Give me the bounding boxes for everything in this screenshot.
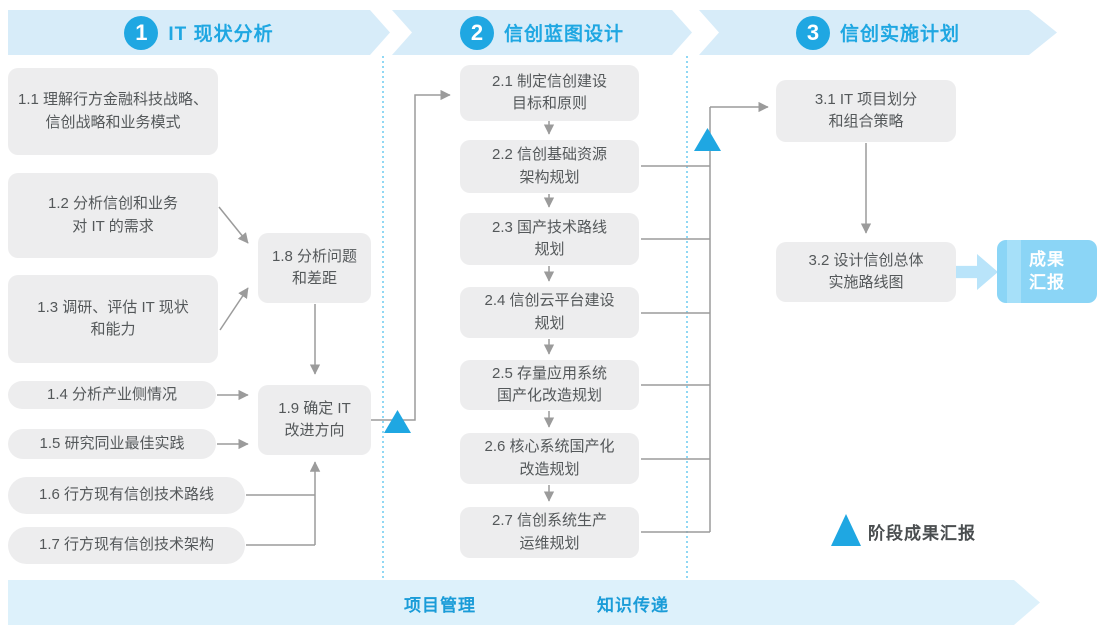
node-1-3: 1.3 调研、评估 IT 现状 和能力 bbox=[8, 275, 218, 363]
node-3-2: 3.2 设计信创总体 实施路线图 bbox=[776, 242, 956, 302]
phase1-header-arrow: 1 IT 现状分析 bbox=[8, 10, 390, 55]
node-1-4: 1.4 分析产业侧情况 bbox=[8, 381, 216, 409]
phase3-header-arrow: 3 信创实施计划 bbox=[699, 10, 1057, 55]
phase1-title: IT 现状分析 bbox=[168, 24, 274, 45]
node-2-2: 2.2 信创基础资源 架构规划 bbox=[460, 140, 639, 193]
node-1-7: 1.7 行方现有信创技术架构 bbox=[8, 527, 245, 564]
phase2-number-badge: 2 bbox=[460, 16, 494, 50]
node-2-1: 2.1 制定信创建设 目标和原则 bbox=[460, 65, 639, 121]
phase3-title: 信创实施计划 bbox=[839, 24, 960, 45]
node-1-1: 1.1 理解行方金融科技战略、 信创战略和业务模式 bbox=[8, 68, 218, 155]
milestone-triangle-phase1 bbox=[384, 410, 411, 433]
node-3-1: 3.1 IT 项目划分 和组合策略 bbox=[776, 80, 956, 142]
node-1-2: 1.2 分析信创和业务 对 IT 的需求 bbox=[8, 173, 218, 258]
node-2-3: 2.3 国产技术路线 规划 bbox=[460, 213, 639, 265]
node-2-6: 2.6 核心系统国产化 改造规划 bbox=[460, 433, 639, 484]
node-2-7: 2.7 信创系统生产 运维规划 bbox=[460, 507, 639, 558]
milestone-triangle-phase2 bbox=[694, 128, 721, 151]
footer-label-knowledge-transfer: 知识传递 bbox=[597, 596, 669, 615]
result-big-arrow bbox=[956, 254, 998, 290]
legend-triangle-icon bbox=[831, 514, 861, 546]
node-1-9: 1.9 确定 IT 改进方向 bbox=[258, 385, 371, 455]
phase3-number-badge: 3 bbox=[796, 16, 830, 50]
node-1-5: 1.5 研究同业最佳实践 bbox=[8, 429, 216, 459]
result-report-box: 成果 汇报 bbox=[997, 240, 1097, 303]
node-1-8: 1.8 分析问题 和差距 bbox=[258, 233, 371, 303]
footer-label-project-management: 项目管理 bbox=[404, 596, 476, 615]
legend-label: 阶段成果汇报 bbox=[868, 524, 976, 543]
node-2-5: 2.5 存量应用系统 国产化改造规划 bbox=[460, 360, 639, 410]
node-1-6: 1.6 行方现有信创技术路线 bbox=[8, 477, 245, 514]
node-2-4: 2.4 信创云平台建设 规划 bbox=[460, 287, 639, 338]
phase1-number-badge: 1 bbox=[124, 16, 158, 50]
phase2-header-arrow: 2 信创蓝图设计 bbox=[392, 10, 692, 55]
footer-arrow-band: 项目管理 知识传递 bbox=[8, 580, 1040, 625]
phase2-title: 信创蓝图设计 bbox=[503, 24, 624, 45]
